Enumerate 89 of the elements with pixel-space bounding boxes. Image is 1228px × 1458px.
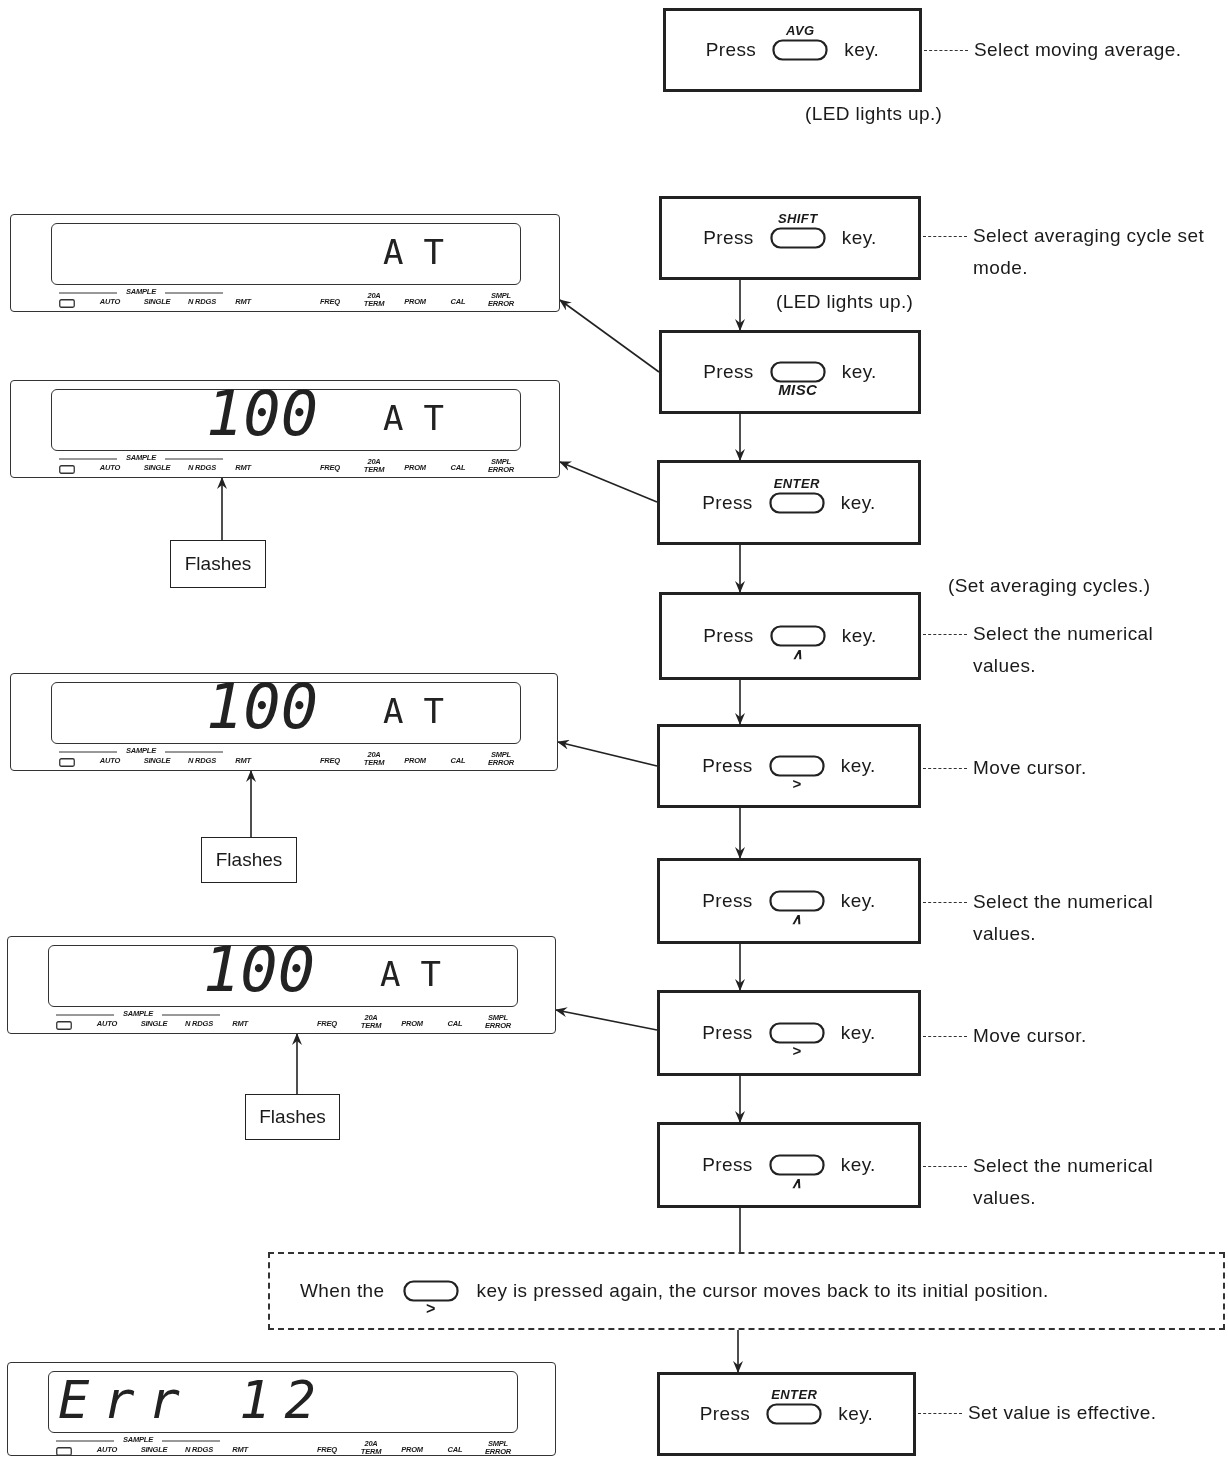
- process-box: [657, 1372, 916, 1456]
- arrow: [557, 739, 658, 767]
- arrow: [735, 544, 745, 593]
- key-label: >: [791, 777, 803, 791]
- arrow: [735, 279, 745, 331]
- instruction-text: key.: [840, 491, 876, 514]
- instruction-text: key.: [841, 625, 877, 647]
- instruction-text: key.: [840, 1154, 876, 1176]
- annotation-with-dashed-leader: Select the numerical values.: [921, 1150, 1191, 1214]
- arrow: [555, 1007, 658, 1031]
- display-panel: [10, 214, 560, 312]
- segment-readout: Err 12: [58, 1374, 330, 1426]
- annotation-with-dashed-leader: Move cursor.: [921, 1020, 1121, 1052]
- key-label: MISC: [777, 383, 819, 397]
- arrow: [733, 1329, 743, 1373]
- instruction-text: key.: [838, 1403, 874, 1425]
- arrow: [292, 1033, 302, 1095]
- note-text: (LED lights up.): [776, 290, 915, 314]
- process-box: [663, 8, 922, 92]
- key-label: ENTER: [770, 1388, 819, 1402]
- instruction-text: key.: [844, 39, 880, 61]
- note-box: [268, 1252, 1225, 1330]
- callout-text: Flashes: [259, 1106, 326, 1128]
- arrow: [735, 1075, 745, 1123]
- note-text: (Set averaging cycles.): [948, 574, 1152, 598]
- callout-text: Flashes: [215, 849, 283, 871]
- process-box: [659, 592, 921, 680]
- arrow: [559, 461, 658, 503]
- instruction-text: key.: [840, 755, 876, 777]
- instruction-text: Press: [705, 39, 757, 61]
- segment-readout: 100: [206, 676, 318, 738]
- display-panel: [7, 1362, 556, 1456]
- instruction-text: key is pressed again, the cursor moves back to its initial position.: [476, 1280, 1049, 1302]
- segment-readout: AT: [383, 235, 464, 269]
- instruction-text: Press: [702, 1154, 753, 1176]
- instruction-text: Press: [703, 625, 754, 647]
- key-label: ∧: [791, 647, 805, 661]
- instruction-text: key.: [840, 1022, 876, 1044]
- annotation-with-dashed-leader: Set value is effective.: [916, 1397, 1196, 1429]
- segment-readout: 100: [206, 383, 318, 445]
- arrow: [735, 943, 745, 991]
- key-label: ∧: [790, 1176, 804, 1190]
- process-box: [657, 724, 921, 808]
- segment-readout: AT: [380, 957, 461, 991]
- process-box: [659, 196, 921, 280]
- display-panel: [10, 380, 560, 478]
- key-label: SHIFT: [777, 212, 819, 226]
- note-text: (LED lights up.): [805, 102, 944, 126]
- instruction-text: Press: [702, 890, 753, 912]
- arrow: [217, 477, 227, 541]
- process-box: [657, 460, 921, 545]
- instruction-text: key.: [841, 227, 877, 249]
- callout-box: [170, 540, 266, 588]
- key-label: >: [424, 1302, 437, 1316]
- process-box: [657, 858, 921, 944]
- instruction-text: Press: [702, 491, 753, 514]
- key-label: >: [791, 1044, 803, 1058]
- instruction-text: When the: [300, 1280, 385, 1302]
- arrow: [735, 679, 745, 725]
- instruction-text: Press: [702, 755, 753, 777]
- instruction-text: key.: [841, 361, 877, 383]
- display-panel: [7, 936, 556, 1034]
- instruction-text: Press: [699, 1403, 751, 1425]
- key-label: ∧: [790, 912, 804, 926]
- segment-readout: 100: [203, 939, 315, 1001]
- segment-readout: AT: [383, 401, 464, 435]
- key-label: ENTER: [772, 476, 821, 491]
- process-box: [659, 330, 921, 414]
- callout-box: [245, 1094, 340, 1140]
- instruction-text: Press: [702, 1022, 753, 1044]
- annotation-with-dashed-leader: Move cursor.: [921, 752, 1121, 784]
- callout-box: [201, 837, 297, 883]
- display-panel: [10, 673, 558, 771]
- annotation-with-dashed-leader: Select the numerical values.: [921, 886, 1191, 950]
- callout-text: Flashes: [184, 553, 252, 575]
- arrow: [735, 807, 745, 859]
- instruction-text: Press: [703, 361, 754, 383]
- process-box: [657, 1122, 921, 1208]
- annotation-with-dashed-leader: Select the numerical values.: [921, 618, 1191, 682]
- annotation-with-dashed-leader: Select averaging cycle set mode.: [921, 220, 1211, 284]
- annotation-with-dashed-leader: Select moving average.: [922, 34, 1222, 66]
- arrow: [559, 299, 660, 373]
- segment-readout: AT: [383, 694, 464, 728]
- instruction-text: Press: [703, 227, 754, 249]
- arrow: [246, 770, 256, 838]
- instruction-text: key.: [840, 890, 876, 912]
- arrow: [735, 413, 745, 461]
- process-box: [657, 990, 921, 1076]
- key-label: AVG: [785, 24, 816, 38]
